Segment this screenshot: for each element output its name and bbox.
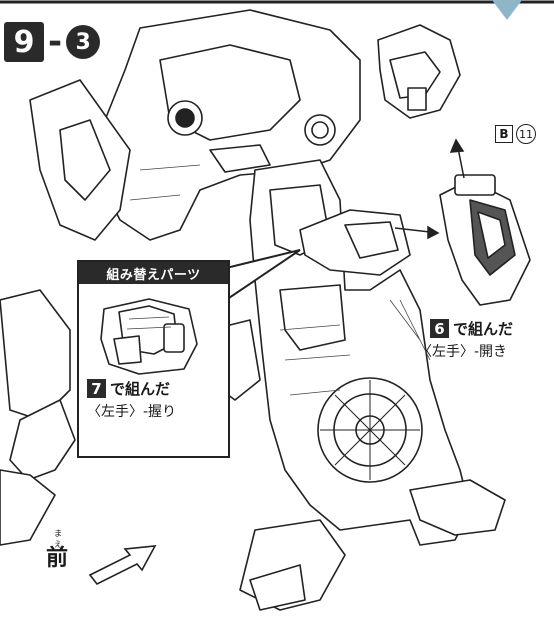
alternate-parts-callout: 組み替えパーツ 7 で組んだ 〈左手〉-握り (77, 260, 230, 458)
runner-letter: B (495, 125, 513, 143)
part-reference: B 11 (495, 124, 536, 144)
step-main-number: 9 (4, 22, 44, 62)
callout-line1: で組んだ (110, 380, 171, 398)
step-separator: - (48, 22, 63, 62)
callout-step-number: 7 (87, 379, 106, 398)
step-number: 9 - 3 (4, 22, 101, 62)
front-direction-label: まえ 前 (46, 529, 69, 572)
callout-line2: 〈左手〉-握り (87, 404, 177, 420)
callout-note: 7 で組んだ 〈左手〉-握り (87, 378, 176, 421)
part-number: 11 (516, 124, 536, 144)
step-sub-number: 3 (66, 25, 101, 59)
front-ruby: まえ (54, 529, 62, 549)
front-label: 前 (46, 546, 69, 571)
page-marker-icon (492, 0, 522, 20)
right-note: 6 で組んだ 〈左手〉-開き (418, 318, 514, 361)
front-arrow-icon (88, 545, 157, 586)
right-note-line2: 〈左手〉-開き (418, 344, 508, 360)
closed-hand-icon (100, 298, 198, 375)
callout-title: 組み替えパーツ (79, 262, 228, 284)
right-note-step-number: 6 (430, 319, 449, 338)
right-note-line1: で組んだ (453, 320, 514, 338)
